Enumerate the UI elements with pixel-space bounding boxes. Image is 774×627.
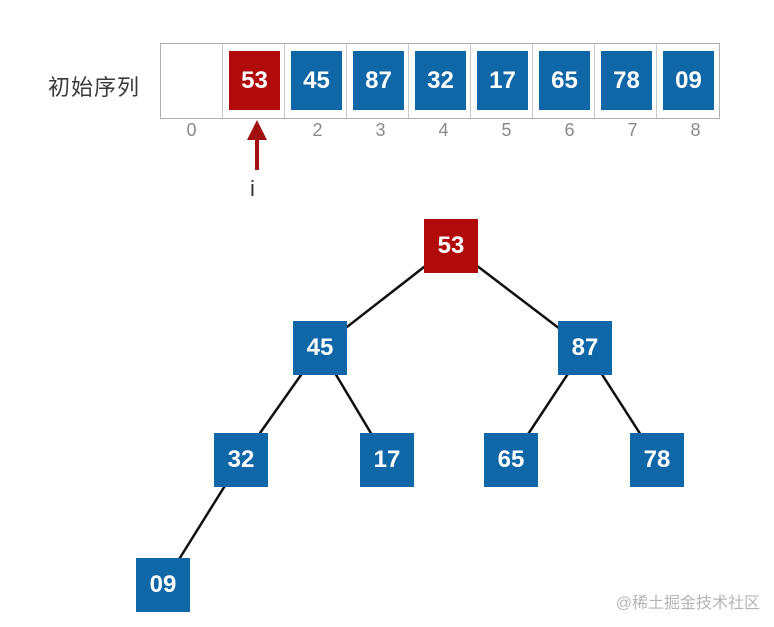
array-index: 4 xyxy=(438,120,449,140)
sequence-label: 初始序列 xyxy=(48,75,141,100)
array-value: 17 xyxy=(477,51,528,110)
array-index: 8 xyxy=(690,120,701,140)
array-cell: 09 xyxy=(657,44,719,118)
pointer-label: i xyxy=(250,176,255,201)
array-index: 5 xyxy=(501,120,512,140)
pointer-arrow-head xyxy=(247,120,267,140)
array-value: 09 xyxy=(663,51,714,110)
tree-edges xyxy=(161,245,659,586)
array-value: 87 xyxy=(353,51,404,110)
array-cell: 32 xyxy=(409,44,471,118)
array-index: 6 xyxy=(564,120,575,140)
array-index: 2 xyxy=(312,120,323,140)
array-value: 53 xyxy=(229,51,280,110)
array-cell: 45 xyxy=(285,44,347,118)
tree-node: 32 xyxy=(214,433,268,487)
tree-node: 53 xyxy=(424,219,478,273)
array-index: 0 xyxy=(186,120,197,140)
array-index: 3 xyxy=(375,120,386,140)
array-cell xyxy=(161,44,223,118)
array-cell: 78 xyxy=(595,44,657,118)
tree-node: 78 xyxy=(630,433,684,487)
tree-node: 65 xyxy=(484,433,538,487)
array-index: 7 xyxy=(627,120,638,140)
array-value: 78 xyxy=(601,51,652,110)
array-value: 32 xyxy=(415,51,466,110)
tree-node: 45 xyxy=(293,321,347,375)
index-row: 0 2 3 4 5 6 7 8 xyxy=(160,120,727,141)
array-value: 45 xyxy=(291,51,342,110)
tree-node: 09 xyxy=(136,558,190,612)
tree-node: 87 xyxy=(558,321,612,375)
watermark: @稀土掘金技术社区 xyxy=(615,595,760,612)
array-cell: 87 xyxy=(347,44,409,118)
array-value: 65 xyxy=(539,51,590,110)
array-cell: 17 xyxy=(471,44,533,118)
array-cell: 65 xyxy=(533,44,595,118)
array-cell: 53 xyxy=(223,44,285,118)
tree-node: 17 xyxy=(360,433,414,487)
pointer-arrow xyxy=(247,120,267,170)
